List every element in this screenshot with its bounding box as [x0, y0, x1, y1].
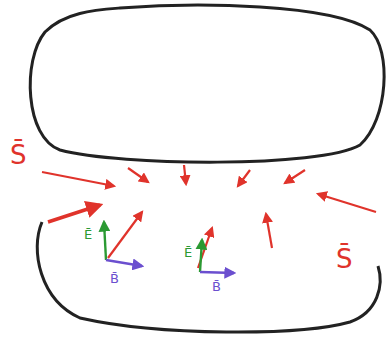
e-field-label: Ē — [184, 246, 192, 259]
poynting-arrows — [42, 165, 376, 268]
e-field-arrows — [104, 222, 202, 272]
e-field-label: Ē — [84, 228, 92, 241]
b-field-arrows — [106, 260, 234, 273]
top-plate — [30, 5, 384, 162]
b-field-label: B̄ — [110, 272, 119, 285]
b-field-label: B̄ — [212, 280, 221, 293]
bottom-plate — [37, 222, 380, 332]
poynting-label: S̄ — [336, 246, 353, 272]
poynting-label: S̄ — [10, 142, 27, 168]
